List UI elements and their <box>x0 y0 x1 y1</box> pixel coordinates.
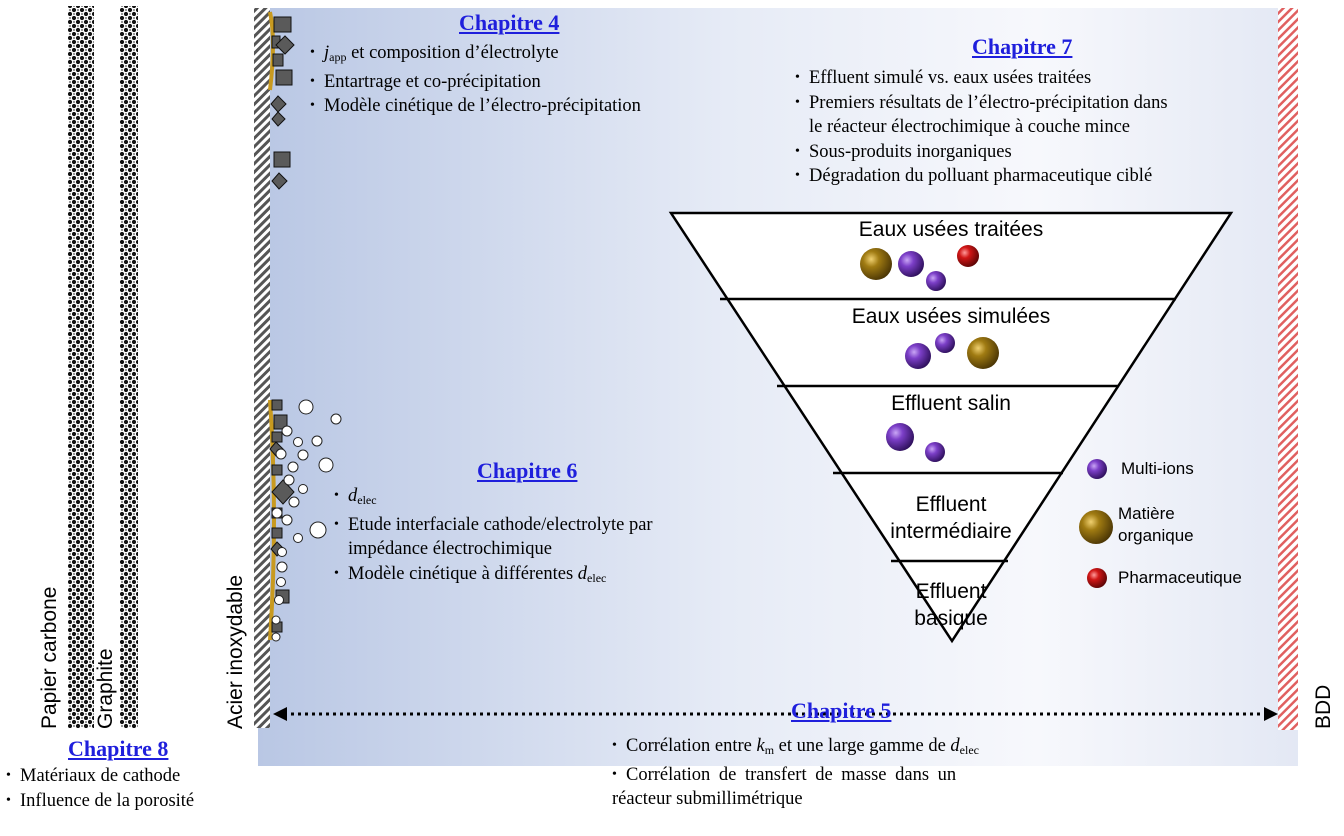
electrode-gap-arrow <box>273 707 1278 721</box>
chapter4-title[interactable]: Chapitre 4 <box>459 10 560 35</box>
chapter4-item: Modèle cinétique de l’électro-précipitat… <box>310 94 641 119</box>
funnel-level-treated-wastewater: Eaux usées traitées <box>858 218 1044 241</box>
funnel-level-simulated-wastewater: Eaux usées simulées <box>851 305 1051 328</box>
legend-organic-line1: Matière <box>1118 504 1175 523</box>
chapter7-item: Dégradation du polluant pharmaceutique c… <box>795 164 1168 189</box>
chapter7-item: Sous-produits inorganiques <box>795 140 1168 165</box>
funnel-level5-line1: Effluent <box>915 580 987 603</box>
chapter5-item-cont: réacteur submillimétrique <box>612 789 803 809</box>
legend-multi-ions: Multi-ions <box>1121 459 1194 478</box>
carbon-paper-electrode <box>68 6 94 728</box>
label-bdd: BDD <box>1312 684 1335 729</box>
bdd-electrode <box>1278 8 1298 730</box>
effluent-funnel <box>668 211 1234 644</box>
funnel-level5-line2: basique <box>914 607 988 630</box>
legend-organic-line2: organique <box>1118 526 1194 545</box>
chapter6-title[interactable]: Chapitre 6 <box>477 458 578 483</box>
chapter6-item-cont: impédance électrochimique <box>348 539 552 559</box>
funnel-particles <box>860 245 999 462</box>
chapter7-title[interactable]: Chapitre 7 <box>972 34 1073 59</box>
funnel-level4-line2: intermédiaire <box>890 520 1012 543</box>
chapter6-item: Etude interfaciale cathode/electrolyte p… <box>334 513 653 538</box>
chapter5-title[interactable]: Chapitre 5 <box>791 698 892 723</box>
graphite-electrode <box>120 6 138 728</box>
legend-pharmaceutical: Pharmaceutique <box>1118 568 1242 587</box>
chapter6-list: delec Etude interfaciale cathode/electro… <box>334 484 653 590</box>
chapter4-item: japp et composition d’électrolyte <box>310 41 641 70</box>
label-stainless-steel: Acier inoxydable <box>224 574 247 729</box>
funnel-level4-line1: Effluent <box>915 493 987 516</box>
funnel-level-basic-effluent: Effluent basique <box>881 578 1021 632</box>
chapter4-list: japp et composition d’électrolyte Entart… <box>310 41 641 119</box>
chapter6-item: Modèle cinétique à différentes delec <box>334 562 653 591</box>
chapter8-item: Influence de la porosité <box>6 789 194 814</box>
chapter7-list: Effluent simulé vs. eaux usées traitées … <box>795 66 1168 189</box>
funnel-level-saline-effluent: Effluent salin <box>891 392 1011 415</box>
chapter8-title[interactable]: Chapitre 8 <box>68 736 169 761</box>
funnel-level-intermediate-effluent: Effluent intermédiaire <box>861 491 1041 545</box>
chapter5-item: Corrélation de transfert de masse dans u… <box>612 763 979 788</box>
legend-swatches <box>1079 459 1113 588</box>
chapter5-item: Corrélation entre km et une large gamme … <box>612 734 979 763</box>
stainless-steel-electrode <box>254 8 270 728</box>
chapter6-item: delec <box>334 484 653 513</box>
scale-deposits-top <box>268 11 295 190</box>
chapter7-item: Effluent simulé vs. eaux usées traitées <box>795 66 1168 91</box>
chapter7-item: Premiers résultats de l’électro-précipit… <box>795 91 1168 116</box>
chapter4-item: Entartrage et co-précipitation <box>310 70 641 95</box>
gas-bubbles <box>271 399 342 642</box>
chapter8-item: Matériaux de cathode <box>6 764 194 789</box>
chapter5-list: Corrélation entre km et une large gamme … <box>612 734 979 812</box>
label-graphite: Graphite <box>94 648 117 729</box>
chapter8-list: Matériaux de cathode Influence de la por… <box>6 764 194 813</box>
chapter7-item-cont: le réacteur électrochimique à couche min… <box>809 117 1130 137</box>
legend-organic-matter: Matière organique <box>1118 503 1194 547</box>
label-carbon-paper: Papier carbone <box>38 586 61 729</box>
